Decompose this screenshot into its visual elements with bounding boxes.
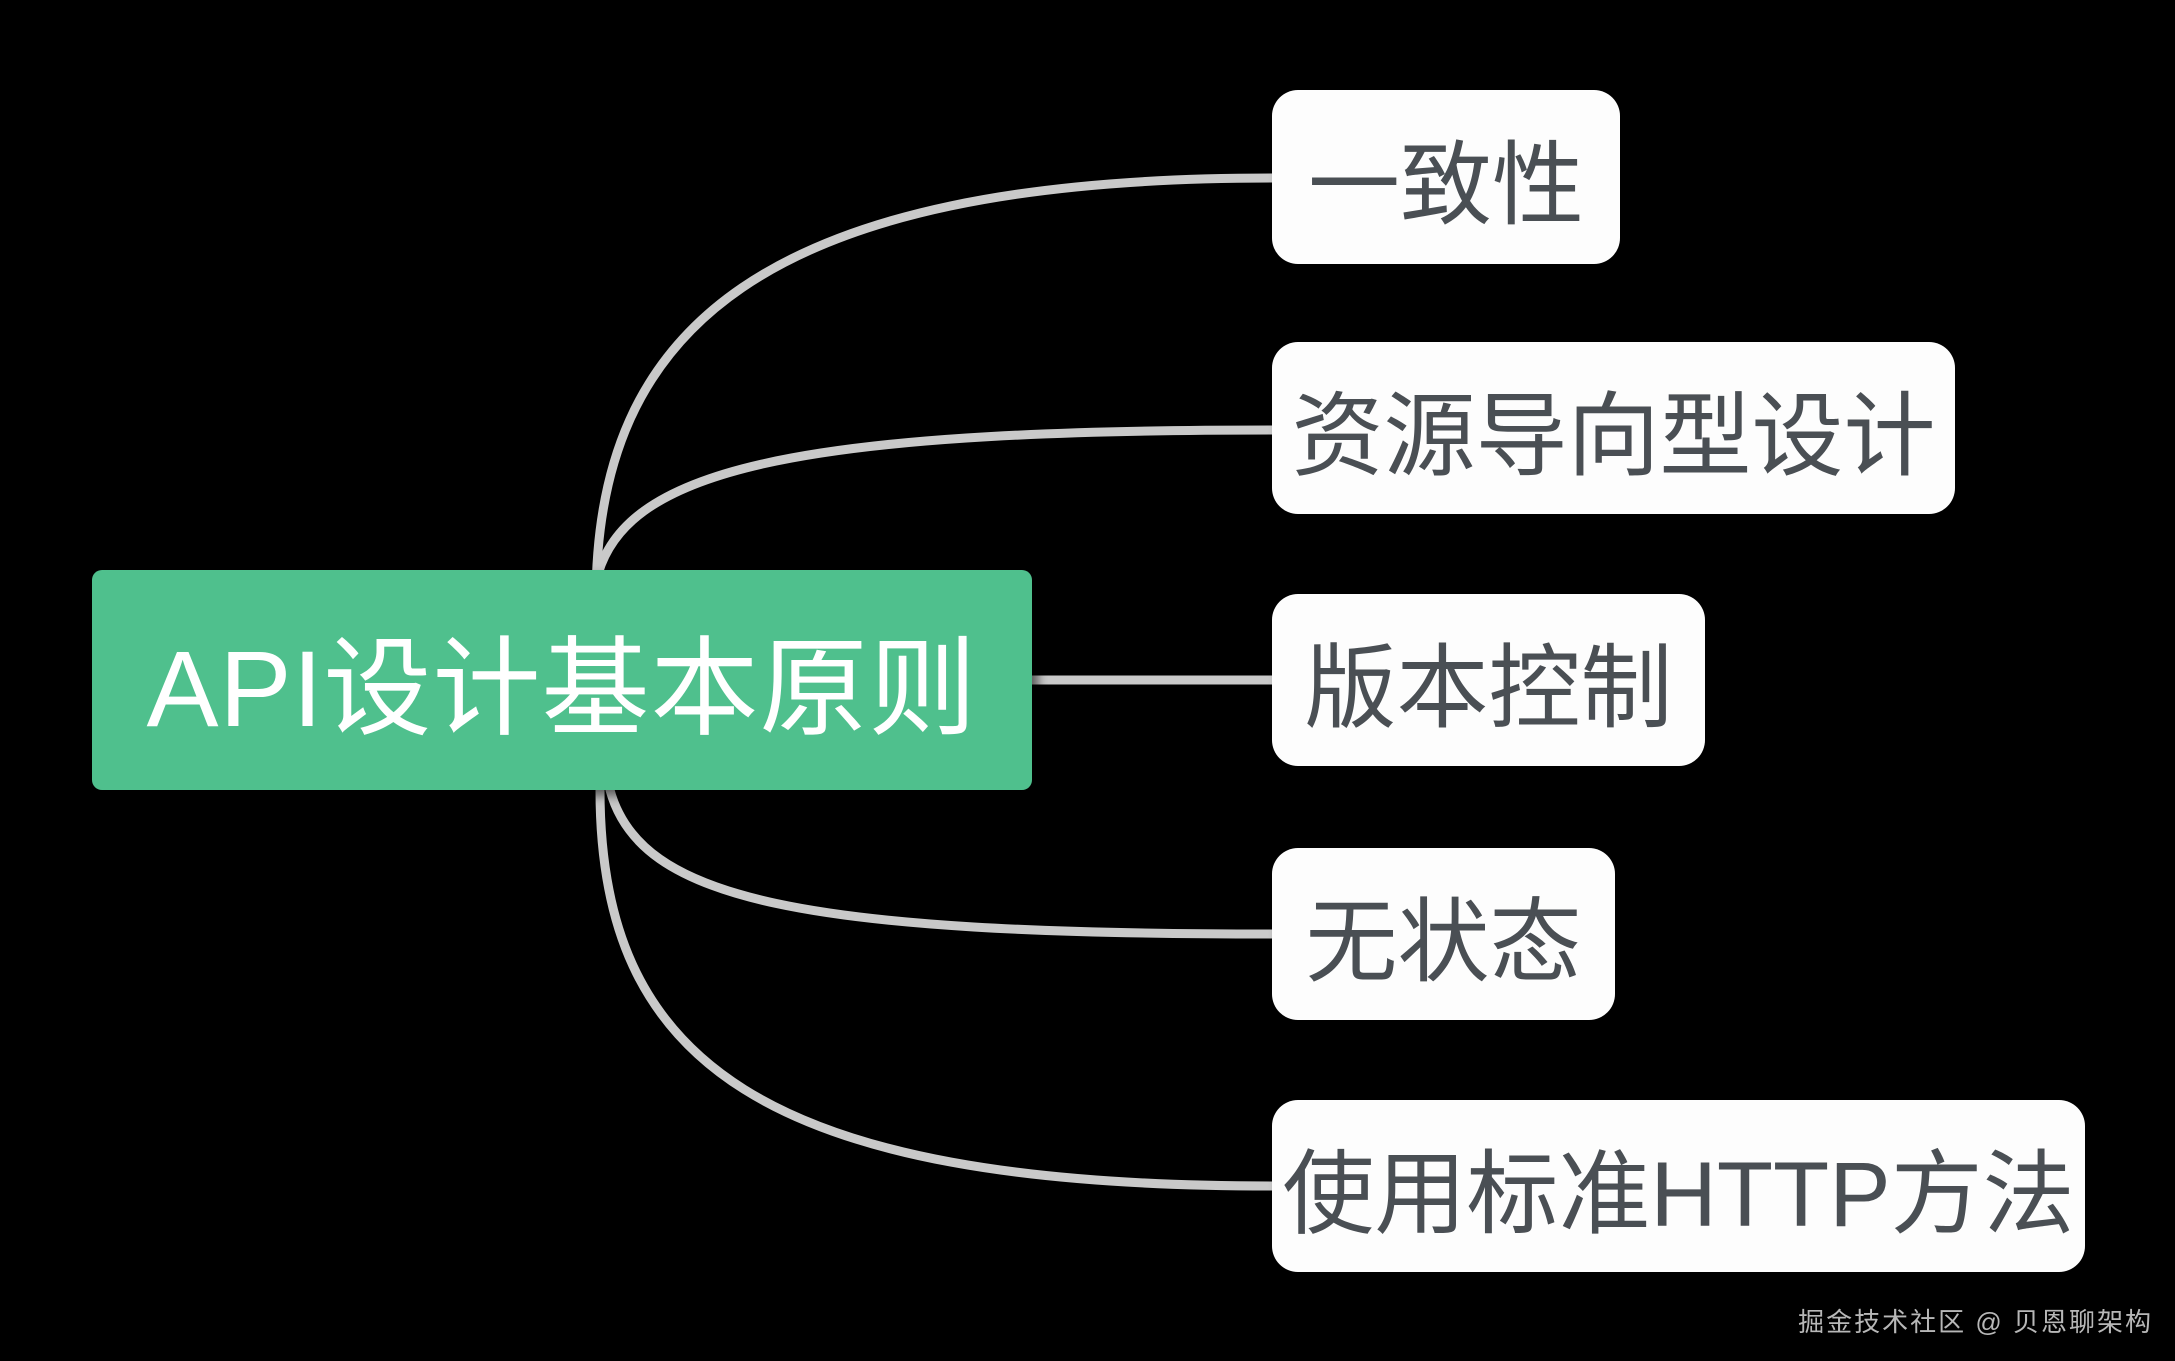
branch-node-versioning[interactable]: 版本控制 (1272, 594, 1705, 766)
edge-to-stateless (605, 785, 1277, 939)
edge-to-consistency (591, 173, 1277, 605)
edge-to-resource-design (591, 425, 1277, 587)
branch-node-label: 版本控制 (1304, 637, 1673, 740)
branch-node-label: 一致性 (1307, 134, 1584, 237)
branch-node-resource-design[interactable]: 资源导向型设计 (1272, 342, 1955, 514)
branch-node-http-methods[interactable]: 使用标准HTTP方法 (1272, 1100, 2085, 1272)
edge-to-http-methods (595, 785, 1277, 1191)
branch-node-stateless[interactable]: 无状态 (1272, 848, 1615, 1020)
watermark: 掘金技术社区 @ 贝恩聊架构 (1798, 1307, 2153, 1337)
branch-node-label: 使用标准HTTP方法 (1282, 1143, 2075, 1246)
branch-node-label: 资源导向型设计 (1291, 385, 1936, 488)
branch-node-label: 无状态 (1305, 891, 1582, 994)
root-node-label: API设计基本原则 (146, 628, 978, 749)
root-node[interactable]: API设计基本原则 (92, 570, 1032, 790)
branch-node-consistency[interactable]: 一致性 (1272, 90, 1620, 264)
